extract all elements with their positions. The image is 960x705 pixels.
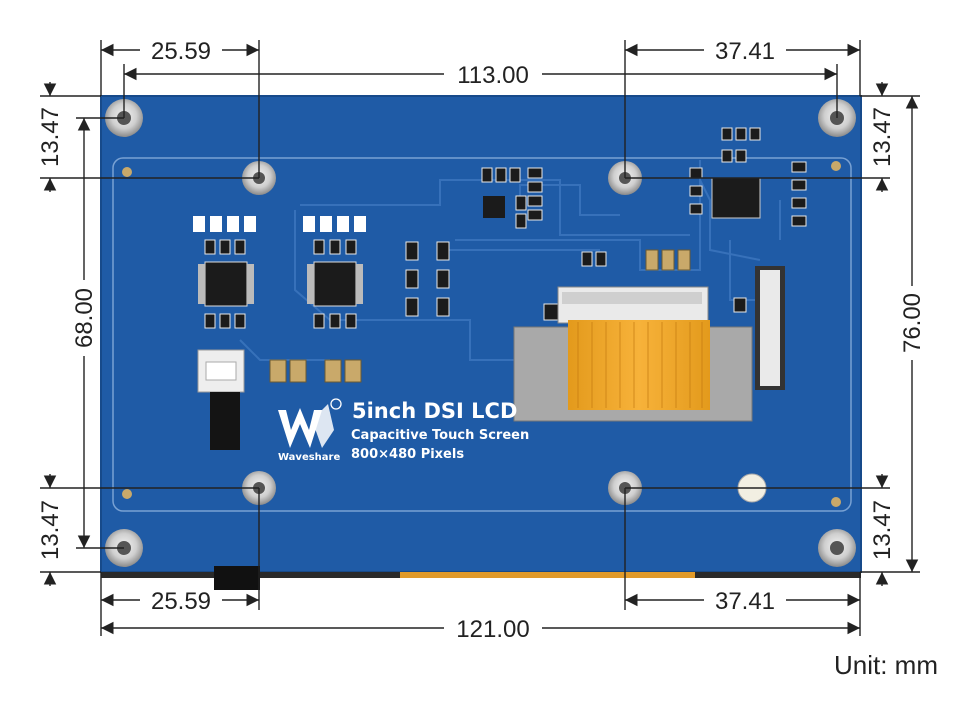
fiducial-marks	[122, 161, 841, 507]
ic-chip-right	[711, 177, 761, 219]
dim-left-mid: 68.00	[71, 288, 98, 348]
touch-connector	[197, 349, 245, 450]
capacitors	[269, 249, 691, 383]
pcb-traces	[239, 160, 781, 361]
dimension-lines	[40, 40, 920, 636]
dim-right-height: 76.00	[899, 293, 926, 353]
dim-bottom-right: 37.41	[715, 588, 775, 615]
dim-right-top: 13.47	[869, 107, 896, 167]
pcb-components	[122, 127, 841, 507]
brand-name: Waveshare	[278, 452, 340, 463]
dim-bottom-width: 121.00	[456, 616, 529, 643]
unit-label: Unit: mm	[834, 650, 938, 680]
dim-right-bottom: 13.47	[869, 500, 896, 560]
flex-cable	[568, 320, 710, 410]
board-subtitle-touch: Capacitive Touch Screen	[351, 428, 529, 443]
corner-standoff	[818, 529, 856, 567]
small-chip	[483, 196, 505, 218]
board-title: 5inch DSI LCD	[352, 399, 517, 423]
resistor-array-left	[193, 216, 256, 232]
dim-bottom-left: 25.59	[151, 588, 211, 615]
ic-chip-mid	[307, 261, 363, 307]
fpc-connector-right	[755, 266, 785, 390]
dim-left-bottom: 13.47	[37, 500, 64, 560]
fpc-connector-top	[557, 286, 709, 324]
waveshare-logo-icon	[278, 398, 342, 448]
passive-components	[204, 127, 807, 329]
dim-left-top: 13.47	[37, 107, 64, 167]
dim-top-right: 37.41	[715, 38, 775, 65]
board-branding: 5inch DSI LCD Capacitive Touch Screen 80…	[278, 398, 529, 463]
dimension-labels: 25.59 113.00 37.41 25.59 37.41 121.00 13…	[37, 38, 926, 643]
dim-top-left: 25.59	[151, 38, 211, 65]
ic-chip-left	[198, 261, 254, 307]
dim-top-hole-width: 113.00	[457, 62, 529, 89]
resistor-array-mid	[303, 216, 366, 232]
board-subtitle-resolution: 800×480 Pixels	[351, 447, 464, 462]
